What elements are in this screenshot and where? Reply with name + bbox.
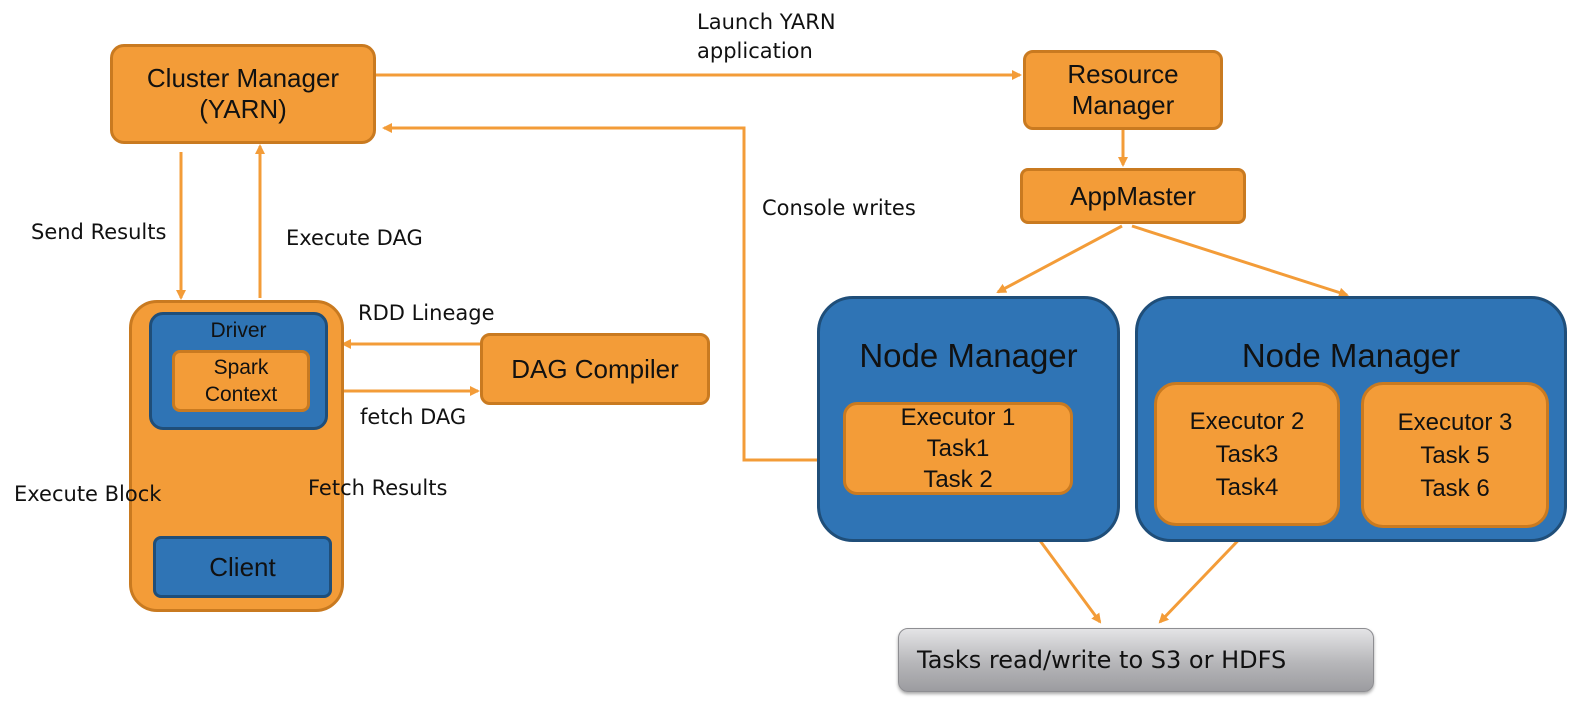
executor-1-task-a: Task1 (926, 435, 990, 462)
executor-2-task-a: Task3 (1215, 440, 1279, 468)
edge-console-writes (382, 123, 818, 462)
launch-yarn-label: Launch YARN application (697, 8, 836, 66)
executor-1-box: Executor 1 Task1 Task 2 (843, 402, 1073, 495)
storage-label: Tasks read/write to S3 or HDFS (917, 646, 1287, 674)
launch-yarn-label-line1: Launch YARN (697, 10, 836, 34)
fetch-results-label: Fetch Results (308, 476, 448, 500)
cluster-manager-box: Cluster Manager (YARN) (110, 44, 376, 144)
client-box: Client (153, 536, 332, 598)
executor-3-box: Executor 3 Task 5 Task 6 (1361, 382, 1549, 528)
send-results-label: Send Results (31, 220, 167, 244)
dag-compiler-label: DAG Compiler (511, 353, 679, 384)
node-manager-1-label: Node Manager (859, 337, 1078, 374)
fetch-dag-label: fetch DAG (360, 405, 467, 429)
client-label: Client (209, 551, 276, 582)
launch-yarn-label-line2: application (697, 39, 813, 63)
edge-appmaster-to-nm2 (1131, 224, 1349, 298)
spark-context-box: Spark Context (172, 350, 310, 412)
executor-1-task-b: Task 2 (923, 466, 993, 493)
storage-box: Tasks read/write to S3 or HDFS (898, 628, 1374, 692)
executor-2-task-b: Task4 (1215, 473, 1279, 501)
app-master-box: AppMaster (1020, 168, 1246, 224)
app-master-label: AppMaster (1070, 180, 1196, 211)
execute-dag-label: Execute DAG (286, 226, 423, 250)
cluster-manager-label: Cluster Manager (146, 63, 340, 93)
executor-3-label: Executor 3 (1397, 408, 1513, 436)
rdd-lineage-label: RDD Lineage (358, 301, 495, 325)
executor-3-task-a: Task 5 (1420, 441, 1490, 469)
executor-3-task-b: Task 6 (1420, 474, 1490, 502)
resource-manager-label-line1: Resource (1067, 59, 1179, 89)
executor-2-box: Executor 2 Task3 Task4 (1154, 382, 1340, 526)
node-manager-2-label: Node Manager (1241, 337, 1461, 374)
spark-context-label-line2: Context (204, 383, 278, 406)
executor-2-label: Executor 2 (1189, 407, 1305, 435)
resource-manager-box: Resource Manager (1023, 50, 1223, 130)
cluster-manager-sublabel: (YARN) (199, 94, 287, 124)
edge-executor2-to-storage (1158, 524, 1254, 624)
execute-block-label: Execute Block (14, 482, 162, 506)
executor-1-label: Executor 1 (900, 404, 1016, 431)
resource-manager-label-line2: Manager (1071, 90, 1175, 120)
dag-compiler-box: DAG Compiler (480, 333, 710, 405)
console-writes-label: Console writes (762, 196, 916, 220)
edge-appmaster-to-nm1 (996, 224, 1123, 294)
spark-context-label-line1: Spark (213, 356, 269, 379)
driver-label: Driver (210, 319, 267, 342)
